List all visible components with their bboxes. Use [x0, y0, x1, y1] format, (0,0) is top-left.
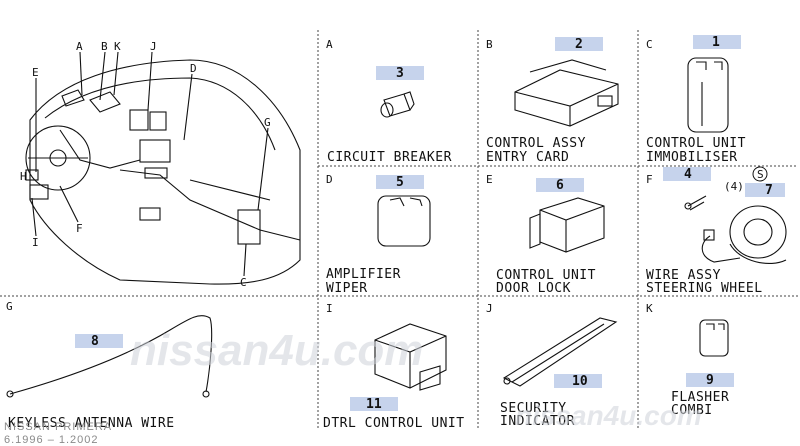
s-circle-icon	[752, 166, 768, 182]
cell-j: J 10 SECURITY INDICATOR	[486, 302, 618, 429]
overview-label-i: I	[32, 236, 39, 249]
cell-j-name: SECURITY	[500, 401, 567, 416]
cell-b-name: CONTROL ASSY	[486, 136, 586, 151]
watermark-main: nissan4u.com	[130, 326, 423, 375]
cell-e-name: CONTROL UNIT	[496, 268, 596, 283]
overview-label-h: H	[20, 170, 27, 183]
cell-f-part-number: 4	[684, 167, 692, 182]
cell-f-circle-mark: S	[757, 168, 764, 181]
overview-label-k: K	[114, 40, 121, 53]
cell-f: F 4 7 (4) S WIRE ASSY STEERING WHEEL	[646, 166, 787, 296]
cell-c-name: CONTROL UNIT	[646, 136, 746, 151]
cell-f-part-number-2: 7	[765, 183, 773, 198]
cell-f-letter: F	[646, 173, 653, 186]
overview-label-j: J	[150, 40, 157, 53]
cell-d: D 5 AMPLIFIER WIPER	[326, 173, 431, 296]
wiper-amplifier-icon	[377, 195, 431, 247]
cell-b-letter: B	[486, 38, 493, 51]
cell-c-subname: IMMOBILISER	[646, 150, 738, 165]
cell-f-quantity: (4)	[724, 180, 744, 193]
cell-a: A 3 CIRCUIT BREAKER	[326, 38, 452, 165]
door-lock-unit-icon	[529, 197, 605, 253]
security-indicator-icon	[502, 317, 618, 387]
cell-j-letter: J	[486, 302, 493, 315]
cell-b: B 2 CONTROL ASSY ENTRY CARD	[486, 37, 619, 165]
grid-lines	[0, 30, 798, 430]
cell-k-name: FLASHER	[671, 390, 729, 405]
dashboard-overview	[25, 51, 301, 285]
overview-label-b: B	[101, 40, 108, 53]
cell-e-letter: E	[486, 173, 493, 186]
cell-f-name: WIRE ASSY	[646, 268, 721, 283]
overview-label-e: E	[32, 66, 39, 79]
cell-d-subname: WIPER	[326, 281, 368, 296]
cell-d-letter: D	[326, 173, 333, 186]
cell-i-letter: I	[326, 302, 333, 315]
cell-k: K 9 FLASHER COMBI	[646, 302, 729, 418]
cell-e-part-number: 6	[556, 178, 564, 193]
cell-g-name: KEYLESS ANTENNA WIRE	[8, 416, 175, 431]
circuit-breaker-icon	[380, 91, 415, 118]
cell-i: I 11 DTRL CONTROL UNIT	[323, 302, 465, 431]
cell-k-letter: K	[646, 302, 653, 315]
footer-dates: 6.1996 – 1.2002	[4, 434, 99, 446]
cell-g-letter: G	[6, 300, 13, 313]
cell-k-part-number: 9	[706, 373, 714, 388]
cell-j-part-number: 10	[572, 374, 588, 389]
watermark-corner: nissan4u.com	[515, 400, 702, 431]
cell-k-subname: COMBI	[671, 403, 713, 418]
cell-j-subname: INDICATOR	[500, 414, 575, 429]
part-number-badges	[75, 35, 785, 411]
overview-labels: A B K J E D G H F I C	[20, 40, 271, 289]
footer-model: NISSAN PRIMERA	[4, 421, 112, 433]
cell-c: C 1 CONTROL UNIT IMMOBILISER	[646, 35, 746, 165]
cell-i-name: DTRL CONTROL UNIT	[323, 416, 465, 431]
dtrl-unit-icon	[374, 323, 447, 391]
cell-d-part-number: 5	[396, 175, 404, 190]
immobiliser-unit-icon	[687, 57, 729, 133]
cell-d-name: AMPLIFIER	[326, 267, 401, 282]
flasher-unit-icon	[699, 319, 729, 357]
cell-a-part-number: 3	[396, 66, 404, 81]
overview-label-c: C	[240, 276, 247, 289]
cell-i-part-number: 11	[366, 397, 382, 412]
cell-e: E 6 CONTROL UNIT DOOR LOCK	[486, 173, 605, 296]
cell-e-subname: DOOR LOCK	[496, 281, 571, 296]
cell-b-part-number: 2	[575, 37, 583, 52]
cell-a-name: CIRCUIT BREAKER	[327, 150, 452, 165]
overview-label-a: A	[76, 40, 83, 53]
entry-card-unit-icon	[514, 59, 619, 127]
clock-spring-icon	[684, 195, 787, 264]
cell-g-part-number: 8	[91, 334, 99, 349]
cell-a-letter: A	[326, 38, 333, 51]
overview-label-g: G	[264, 116, 271, 129]
cell-g: G 8 KEYLESS ANTENNA WIRE	[6, 300, 213, 431]
cell-c-letter: C	[646, 38, 653, 51]
cell-c-part-number: 1	[712, 35, 720, 50]
overview-label-f: F	[76, 222, 83, 235]
antenna-wire-icon	[6, 315, 213, 398]
overview-label-d: D	[190, 62, 197, 75]
cell-b-subname: ENTRY CARD	[486, 150, 569, 165]
cell-f-subname: STEERING WHEEL	[646, 281, 763, 296]
